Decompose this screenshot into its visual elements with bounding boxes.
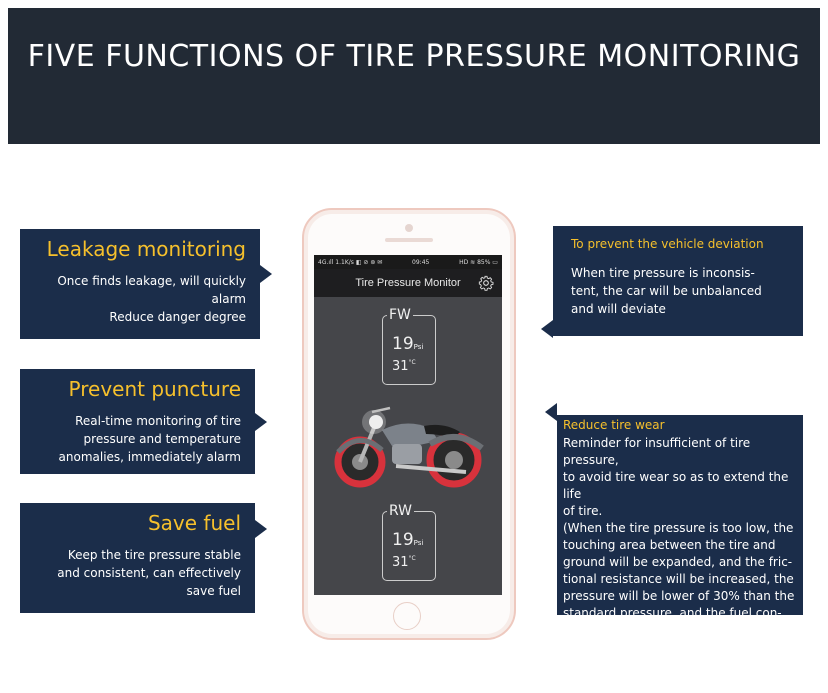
card-line: sumption will be increased by 10%)	[563, 623, 778, 637]
card-line: tent, the car will be unbalanced	[571, 284, 762, 298]
app-title: Tire Pressure Monitor	[355, 277, 461, 289]
card-line: of tire.	[563, 504, 603, 518]
rear-pressure-value: 19Psi	[392, 530, 423, 550]
card-pointer	[545, 403, 557, 421]
card-body: Keep the tire pressure stable and consis…	[30, 546, 241, 600]
rear-wheel-label: RW	[387, 503, 415, 519]
status-bar: 4G.ıll 1.1K/s ◧ ⊘ ⊛ ✉ 09:45 HD ≋ 85% ▭	[314, 255, 502, 269]
card-body: Reminder for insufficient of tire pressu…	[563, 435, 797, 639]
card-line: Reminder for insufficient of tire pressu…	[563, 436, 751, 467]
card-line: When tire pressure is inconsis-	[571, 266, 755, 280]
pressure-number: 19	[392, 530, 414, 550]
prevent-deviation-card: To prevent the vehicle deviation When ti…	[553, 226, 803, 336]
title-banner: FIVE FUNCTIONS OF TIRE PRESSURE MONITORI…	[8, 8, 820, 144]
card-pointer	[541, 320, 553, 338]
card-line: to avoid tire wear so as to extend the l…	[563, 470, 789, 501]
app-bar: Tire Pressure Monitor	[314, 269, 502, 297]
status-icons-left: 4G.ıll 1.1K/s ◧ ⊘ ⊛ ✉	[318, 258, 383, 266]
earpiece-speaker	[385, 238, 433, 242]
card-body: When tire pressure is inconsis- tent, th…	[571, 264, 793, 318]
card-line: Keep the tire pressure stable	[67, 548, 241, 562]
phone-screen: 4G.ıll 1.1K/s ◧ ⊘ ⊛ ✉ 09:45 HD ≋ 85% ▭ T…	[314, 255, 502, 595]
gear-icon[interactable]	[478, 275, 494, 291]
card-line: pressure and temperature	[83, 432, 241, 446]
card-line: pressure will be lower of 30% than the	[563, 589, 795, 603]
reduce-tire-wear-card: Reduce tire wear Reminder for insufficie…	[557, 415, 803, 637]
pressure-number: 19	[392, 334, 414, 354]
front-temperature-value: 31°C	[392, 359, 416, 374]
card-line: ground will be expanded, and the fric-	[563, 555, 793, 569]
pressure-unit: Psi	[413, 539, 424, 547]
card-line: alarm	[211, 292, 246, 306]
prevent-puncture-card: Prevent puncture Real-time monitoring of…	[20, 369, 255, 474]
front-pressure-value: 19Psi	[392, 334, 423, 354]
save-fuel-card: Save fuel Keep the tire pressure stable …	[20, 503, 255, 613]
card-line: Once finds leakage, will quickly	[57, 274, 246, 288]
front-wheel-panel[interactable]: FW 19Psi 31°C	[382, 307, 436, 385]
temperature-unit: °C	[408, 359, 416, 366]
card-heading: Leakage monitoring	[46, 237, 246, 261]
rear-wheel-panel[interactable]: RW 19Psi 31°C	[382, 503, 436, 581]
card-heading: Save fuel	[147, 511, 241, 535]
card-line: Reduce danger degree	[109, 310, 246, 324]
card-line: tional resistance will be increased, the	[563, 572, 794, 586]
temperature-number: 31	[392, 359, 409, 374]
front-wheel-label: FW	[387, 307, 413, 323]
leakage-monitoring-card: Leakage monitoring Once finds leakage, w…	[20, 229, 260, 339]
status-icons-right: HD ≋ 85% ▭	[459, 258, 498, 266]
card-line: and consistent, can effectively	[57, 566, 241, 580]
home-button[interactable]	[393, 602, 421, 630]
card-heading: Prevent puncture	[68, 377, 241, 401]
temperature-number: 31	[392, 555, 409, 570]
card-line: touching area between the tire and	[563, 538, 776, 552]
status-time: 09:45	[412, 258, 430, 266]
motorcycle-illustration	[334, 406, 484, 488]
temperature-unit: °C	[408, 555, 416, 562]
pressure-unit: Psi	[413, 343, 424, 351]
card-body: Real-time monitoring of tire pressure an…	[30, 412, 241, 466]
front-camera	[405, 224, 413, 232]
card-pointer	[255, 520, 267, 538]
card-body: Once finds leakage, will quickly alarm R…	[30, 272, 246, 326]
card-heading: Reduce tire wear	[563, 418, 665, 432]
rear-temperature-value: 31°C	[392, 555, 416, 570]
card-line: and will deviate	[571, 302, 666, 316]
card-pointer	[260, 265, 272, 283]
card-heading: To prevent the vehicle deviation	[571, 237, 764, 251]
card-line: anomalies, immediately alarm	[58, 450, 241, 464]
card-line: standard pressure, and the fuel con-	[563, 606, 782, 620]
card-line: (When the tire pressure is too low, the	[563, 521, 794, 535]
page-title: FIVE FUNCTIONS OF TIRE PRESSURE MONITORI…	[27, 38, 801, 74]
card-pointer	[255, 413, 267, 431]
card-line: save fuel	[186, 584, 241, 598]
card-line: Real-time monitoring of tire	[75, 414, 241, 428]
